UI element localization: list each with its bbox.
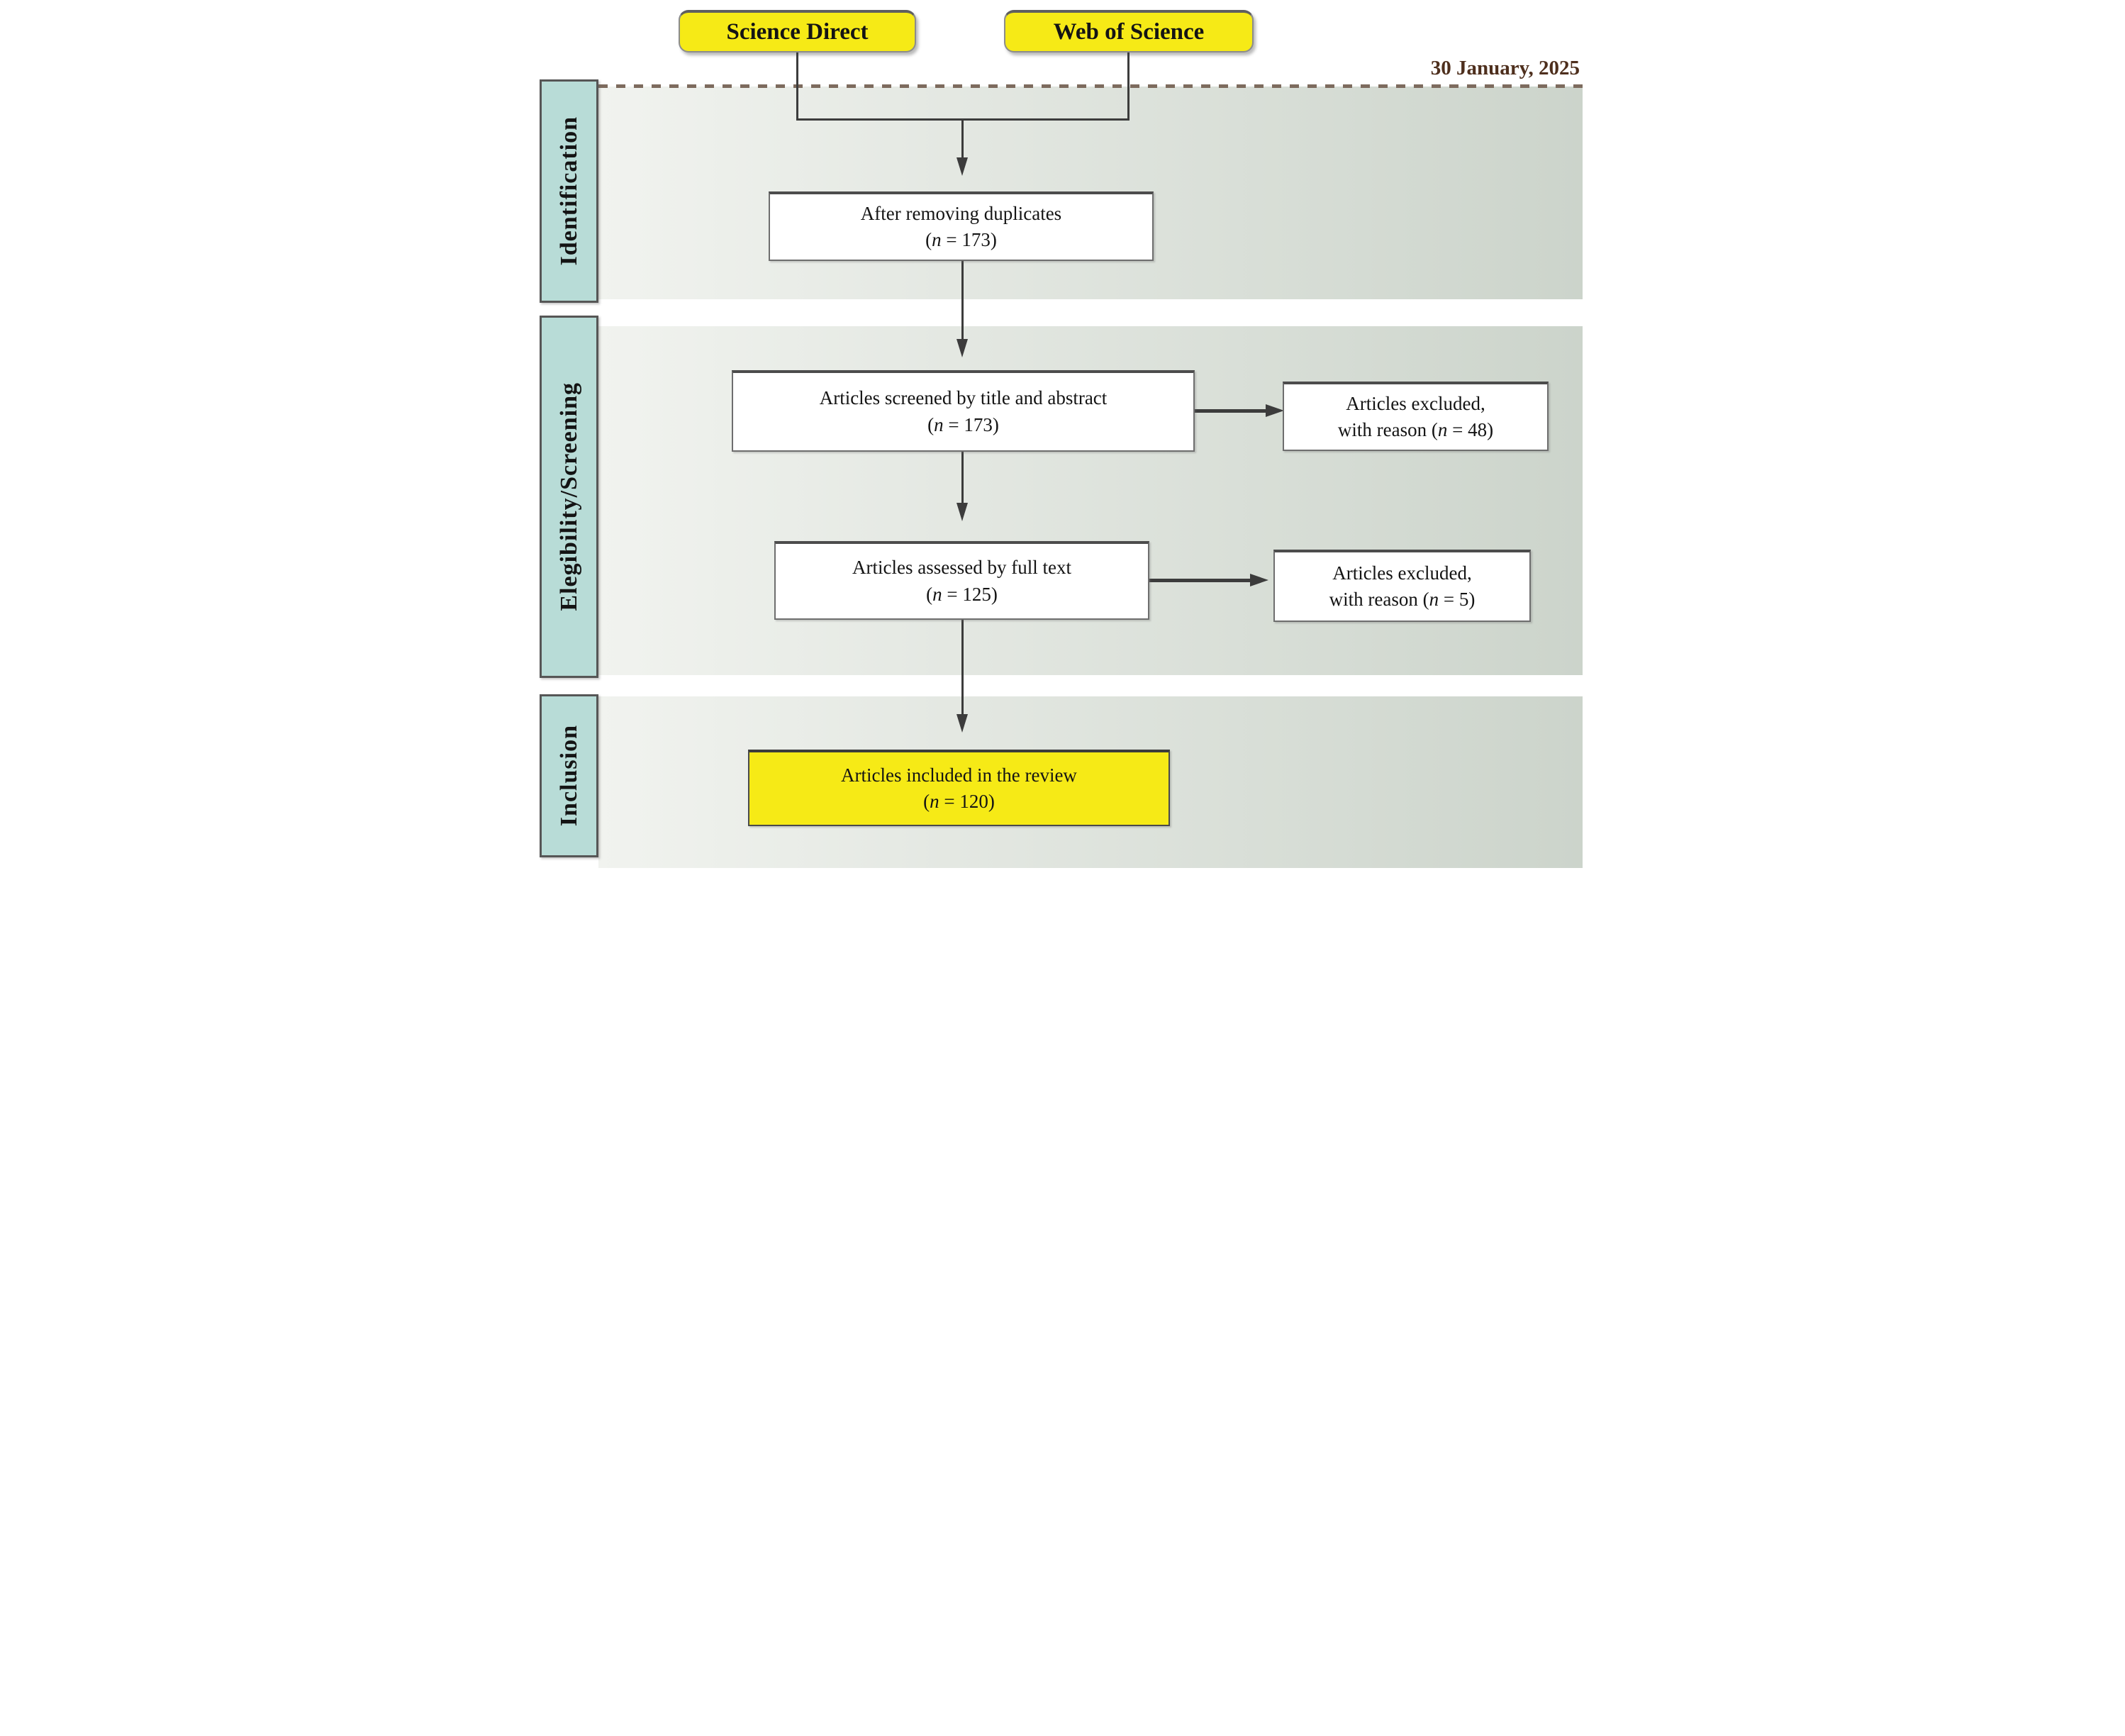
arrowhead-right-icon bbox=[1250, 574, 1268, 586]
box-line1: Articles assessed by full text bbox=[852, 557, 1071, 579]
box-line1: Articles included in the review bbox=[841, 764, 1077, 786]
arrow-screened-to-fulltext bbox=[961, 452, 964, 503]
box-line2: with reason (n = 48) bbox=[1337, 419, 1494, 440]
stage-label-text: Identification bbox=[555, 116, 582, 266]
connector-science-direct-down bbox=[796, 52, 798, 121]
source-box-web-of-science: Web of Science bbox=[1004, 10, 1254, 52]
box-excluded-fulltext: Articles excluded, with reason (n = 5) bbox=[1273, 550, 1531, 622]
box-line2: with reason (n = 5) bbox=[1329, 589, 1476, 610]
arrowhead-down-icon bbox=[956, 339, 968, 357]
arrowhead-right-icon bbox=[1266, 404, 1284, 417]
stage-label-identification: Identification bbox=[540, 79, 598, 303]
box-after-removing-duplicates: After removing duplicates (n = 173) bbox=[769, 191, 1154, 261]
arrow-fulltext-to-included bbox=[961, 620, 964, 714]
stage-label-text: Inclusion bbox=[555, 725, 582, 827]
arrow-fulltext-to-excluded bbox=[1149, 579, 1251, 582]
stage-label-inclusion: Inclusion bbox=[540, 694, 598, 857]
arrow-dedup-to-screened bbox=[961, 261, 964, 339]
box-articles-screened: Articles screened by title and abstract … bbox=[732, 370, 1195, 452]
date-divider-dashed-line bbox=[598, 84, 1583, 88]
box-articles-included: Articles included in the review (n = 120… bbox=[748, 750, 1170, 826]
arrowhead-down-icon bbox=[956, 714, 968, 733]
box-count: (n = 120) bbox=[923, 791, 995, 812]
connector-web-of-science-down bbox=[1127, 52, 1130, 121]
box-line1: Articles screened by title and abstract bbox=[819, 387, 1108, 409]
source-box-science-direct: Science Direct bbox=[679, 10, 916, 52]
prisma-flow-diagram: 30 January, 2025 Identification Elegibil… bbox=[531, 0, 1594, 868]
arrowhead-down-icon bbox=[956, 503, 968, 521]
stage-label-eligibility-screening: Elegibility/Screening bbox=[540, 316, 598, 678]
box-line1: After removing duplicates bbox=[860, 202, 1062, 224]
box-line1: Articles excluded, bbox=[1346, 392, 1485, 414]
box-articles-assessed-fulltext: Articles assessed by full text (n = 125) bbox=[774, 541, 1149, 620]
arrow-merge-to-dedup bbox=[961, 118, 964, 157]
stage-label-text: Elegibility/Screening bbox=[555, 382, 582, 611]
box-line1: Articles excluded, bbox=[1332, 562, 1472, 584]
box-count: (n = 173) bbox=[927, 413, 999, 435]
box-excluded-screening: Articles excluded, with reason (n = 48) bbox=[1283, 382, 1549, 451]
arrowhead-down-icon bbox=[956, 157, 968, 176]
arrow-screened-to-excluded bbox=[1195, 409, 1267, 413]
search-date-label: 30 January, 2025 bbox=[1430, 57, 1580, 79]
box-count: (n = 125) bbox=[926, 583, 998, 605]
box-count: (n = 173) bbox=[925, 229, 997, 250]
